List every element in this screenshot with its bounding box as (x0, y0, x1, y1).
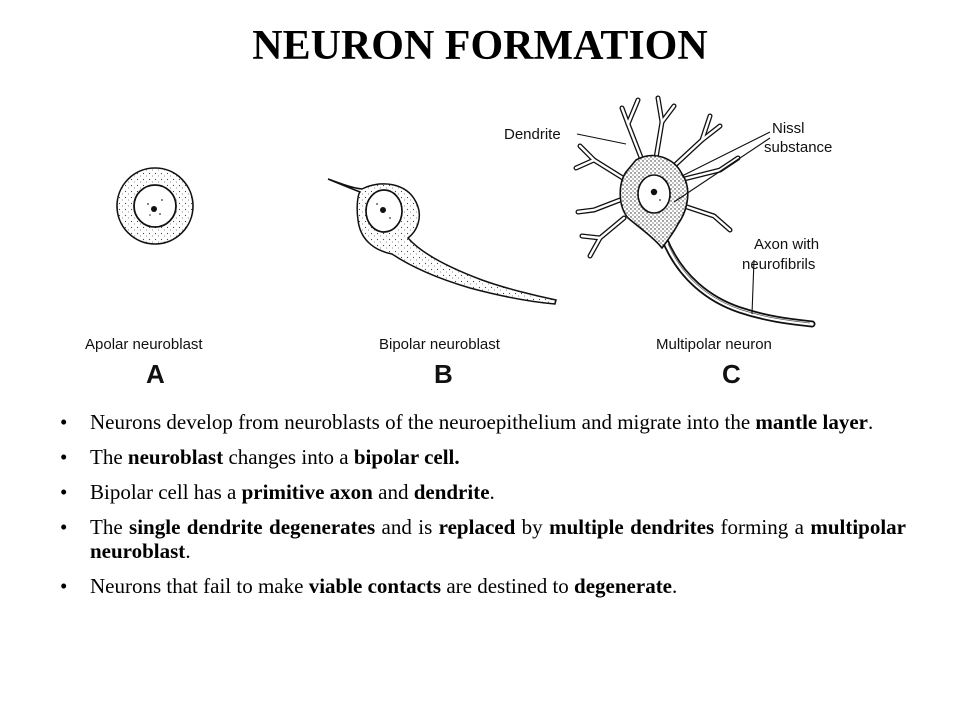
bullet-text: . (672, 574, 678, 598)
bullet-text: . (867, 410, 874, 434)
bullet-text: changes into a (223, 445, 354, 469)
axon-callout-line1: Axon with (754, 236, 819, 253)
bullet-emphasis: viable contacts (308, 574, 442, 598)
cell-letter-b: B (434, 359, 453, 389)
cell-letter-c: C (722, 359, 741, 389)
bullet-item: • Neurons that fail to make viable contac… (60, 574, 906, 598)
bullet-dot-icon: • (60, 480, 68, 504)
apolar-neuroblast-drawing (116, 167, 194, 245)
nissl-pointer-upper (681, 131, 771, 177)
cell-letter-a: A (146, 359, 165, 389)
bullet-emphasis: multipolar neuroblast (90, 515, 906, 563)
cell-label-c: Multipolar neuron (656, 336, 772, 353)
bullet-item: •The single dendrite degenerates and is … (60, 515, 906, 563)
bullet-item: • Bipolar cell has a primitive axon and d… (60, 480, 906, 504)
bullet-item: • The neuroblast changes into a bipolar c… (60, 445, 906, 469)
bullet-emphasis: bipolar cell. (353, 445, 460, 469)
bullet-text: by (515, 515, 550, 539)
bipolar-neuroblast-drawing (327, 178, 557, 305)
dendrite-pointer (576, 133, 627, 145)
bullet-emphasis: mantle layer (755, 410, 868, 434)
nissl-pointer-lower (673, 137, 771, 203)
bullet-dot-icon: • (60, 515, 68, 539)
bullet-text: forming a (714, 515, 811, 539)
bullet-dot-icon: • (60, 574, 68, 598)
bullet-emphasis: neuroblast (127, 445, 224, 469)
bullet-text: . (489, 480, 495, 504)
bullet-emphasis: dendrite (413, 480, 490, 504)
bullet-item: • Neurons develop from neuroblasts of the… (60, 410, 906, 434)
bullet-text: . (185, 539, 191, 563)
bullet-text: Neurons that fail to make (90, 574, 309, 598)
bullet-text: The (90, 515, 130, 539)
page-title: NEURON FORMATION (252, 23, 708, 69)
cell-label-b: Bipolar neuroblast (379, 336, 501, 353)
bullet-dot-icon: • (60, 445, 68, 469)
neuron-diagram: Dendrite Nissl substance Axon with neuro… (70, 88, 890, 400)
nissl-callout-line1: Nissl (772, 120, 805, 137)
bullet-emphasis: degenerate (574, 574, 673, 598)
cell-label-a: Apolar neuroblast (85, 336, 203, 353)
bullet-text: are destined to (441, 574, 575, 598)
bullet-text: Bipolar cell has a (90, 480, 242, 504)
bullet-text: The (90, 445, 128, 469)
bullet-list: • Neurons develop from neuroblasts of the… (60, 410, 906, 609)
bullet-text: and (372, 480, 414, 504)
bullet-emphasis: replaced (438, 515, 516, 539)
axon-callout-line2: neurofibrils (742, 256, 815, 273)
nissl-callout-line2: substance (764, 139, 832, 156)
dendrite-callout: Dendrite (504, 126, 561, 143)
bullet-dot-icon: • (60, 410, 68, 434)
bullet-emphasis: single dendrite degenerates (129, 515, 376, 539)
bullet-emphasis: multiple dendrites (549, 515, 715, 539)
axon-pointer (751, 259, 755, 315)
bullet-emphasis: primitive axon (241, 480, 373, 504)
bullet-text: and is (375, 515, 439, 539)
bullet-text: Neurons develop from neuroblasts of the … (90, 410, 756, 434)
multipolar-neuron-drawing (573, 95, 816, 328)
